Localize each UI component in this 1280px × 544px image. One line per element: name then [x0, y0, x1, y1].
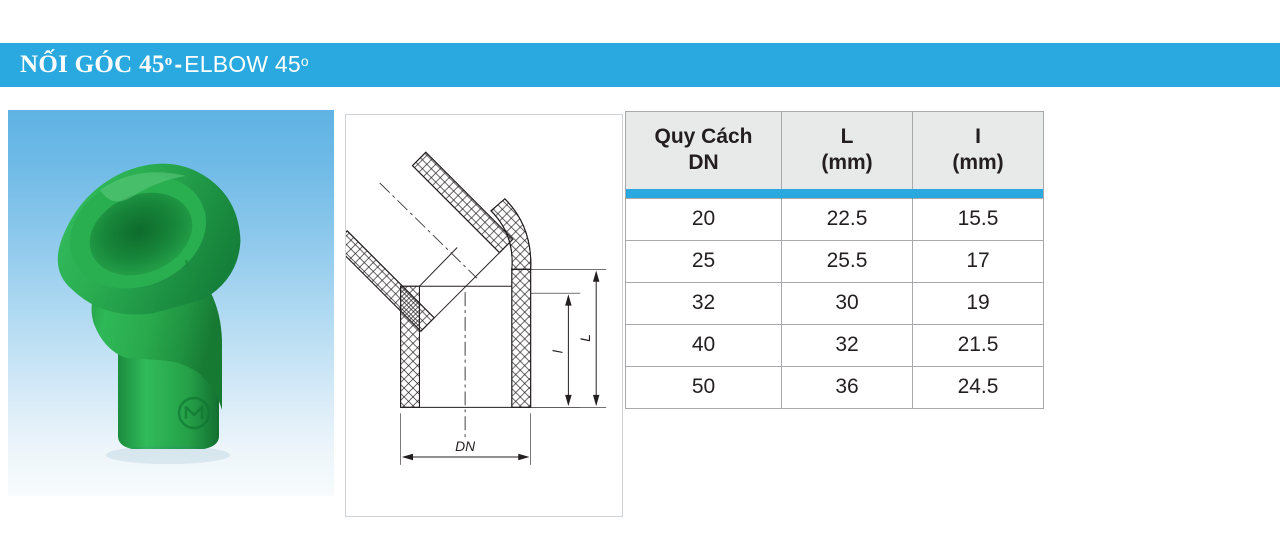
spec-table-wrapper: Quy Cách DN L (mm) I (mm): [625, 111, 1044, 410]
table-row: 40 32 21.5: [625, 324, 1044, 368]
cell-i: 24.5: [912, 366, 1044, 410]
table-row: 20 22.5 15.5: [625, 198, 1044, 242]
column-header-i-line2: (mm): [952, 150, 1004, 174]
photo-shadow: [106, 446, 230, 464]
spec-table: Quy Cách DN L (mm) I (mm): [625, 111, 1044, 410]
crotch-line: [419, 247, 458, 287]
brand-logo-icon: [177, 396, 211, 430]
center-lines: [379, 182, 478, 440]
column-header-i-line1: I: [975, 125, 981, 148]
dimension-l-lower: l: [530, 292, 581, 408]
specular-highlight: [100, 172, 186, 202]
column-header-l-line1: L: [840, 125, 854, 148]
cell-i: 17: [912, 240, 1044, 284]
dimension-L-outer: L: [530, 269, 607, 408]
column-header-i: I (mm): [912, 111, 1044, 190]
dimension-dn: DN: [400, 413, 531, 465]
column-header-l: L (mm): [781, 111, 913, 190]
cell-i: 19: [912, 282, 1044, 326]
dimension-label-L-outer: L: [577, 334, 593, 342]
section-title: NỐI GÓC 45o-ELBOW 45o: [20, 51, 309, 79]
accent-divider-cell-2: [781, 189, 913, 199]
technical-drawing: DN l L: [345, 114, 623, 517]
cell-i: 15.5: [912, 198, 1044, 242]
column-header-dn-line1: Quy Cách: [654, 125, 753, 148]
cell-i: 21.5: [912, 324, 1044, 368]
title-english: ELBOW 45o: [184, 51, 309, 77]
cell-l: 22.5: [781, 198, 913, 242]
product-photo-image: [57, 163, 241, 464]
cell-dn: 50: [625, 366, 782, 410]
dimension-label-l-lower: l: [549, 349, 565, 353]
product-photo: [8, 110, 334, 496]
accent-divider-cell-3: [912, 189, 1044, 199]
angled-socket-group: [346, 151, 514, 332]
cell-l: 30: [781, 282, 913, 326]
table-row: 50 36 24.5: [625, 366, 1044, 410]
degree-symbol-en: o: [300, 53, 309, 69]
accent-divider-cell-1: [625, 189, 782, 199]
title-english-text: ELBOW 45: [184, 51, 301, 77]
table-accent-divider: [625, 189, 1044, 199]
title-vietnamese: NỐI GÓC 45o: [20, 51, 173, 78]
cell-dn: 20: [625, 198, 782, 242]
cell-dn: 25: [625, 240, 782, 284]
table-row: 25 25.5 17: [625, 240, 1044, 284]
content-area: DN l L: [0, 105, 1280, 525]
table-row: 32 30 19: [625, 282, 1044, 326]
cell-dn: 32: [625, 282, 782, 326]
column-header-dn: Quy Cách DN: [625, 111, 782, 190]
cell-l: 25.5: [781, 240, 913, 284]
parting-line: [184, 259, 196, 287]
technical-drawing-image: DN l L: [346, 151, 607, 465]
title-separator: -: [174, 51, 183, 77]
column-header-dn-line2: DN: [688, 150, 719, 174]
column-header-l-line2: (mm): [821, 150, 873, 174]
table-header-row: Quy Cách DN L (mm) I (mm): [625, 111, 1044, 190]
title-vietnamese-text: NỐI GÓC 45: [20, 51, 165, 78]
degree-symbol-vn: o: [164, 53, 173, 69]
socket-bore: [89, 192, 193, 276]
dimension-label-dn: DN: [455, 438, 476, 454]
cell-l: 32: [781, 324, 913, 368]
cell-l: 36: [781, 366, 913, 410]
section-wall-right: [511, 268, 532, 408]
cell-dn: 40: [625, 324, 782, 368]
section-title-bar: NỐI GÓC 45o-ELBOW 45o: [0, 43, 1280, 87]
